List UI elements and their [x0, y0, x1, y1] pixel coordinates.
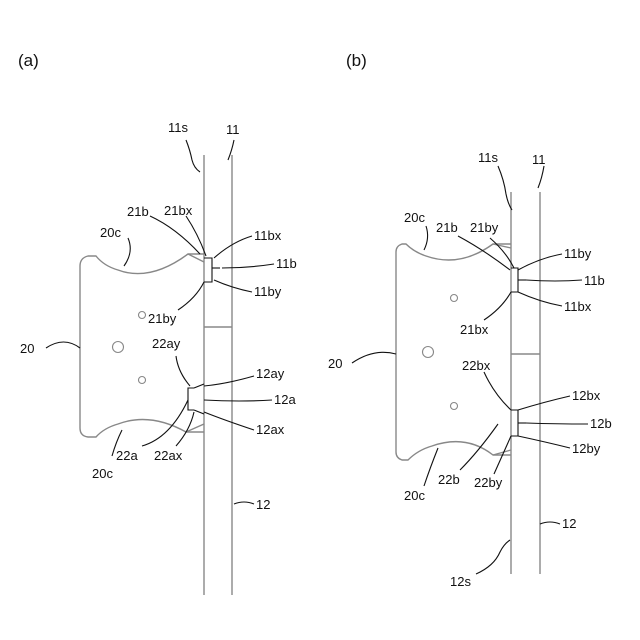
label-22ay-a: 22ay [152, 336, 181, 351]
label-20c-bottom-a: 20c [92, 466, 113, 481]
label-11bx-a: 11bx [254, 228, 282, 243]
hole-upper-b [451, 295, 458, 302]
engaging-edge-22ax-a [194, 410, 204, 414]
label-22a-a: 22a [116, 448, 138, 463]
engaging-portion-22b-b [511, 410, 526, 436]
engaging-tab-21b-a [204, 258, 212, 282]
engaging-portion-21b-b [511, 268, 526, 292]
label-12bx-b: 12bx [572, 388, 601, 403]
label-22b-b: 22b [438, 472, 460, 487]
member-b-lower-step [493, 450, 511, 455]
label-12a-a: 12a [274, 392, 296, 407]
hole-upper-a [139, 312, 146, 319]
label-20c-bottom-b: 20c [404, 488, 425, 503]
label-21bx-a: 21bx [164, 203, 193, 218]
label-12by-b: 12by [572, 441, 601, 456]
leader-11-b [538, 166, 544, 188]
leader-11s-b [498, 166, 512, 210]
leader-20-a [46, 342, 80, 348]
label-11by-b: 11by [564, 246, 592, 261]
label-22ax-a: 22ax [154, 448, 183, 463]
label-22bx-b: 22bx [462, 358, 491, 373]
panel-b: (b) [328, 51, 612, 589]
leader-20-b [352, 352, 396, 363]
leader-12bx-b [518, 396, 570, 410]
label-11by-a: 11by [254, 284, 282, 299]
engaging-tab-21b-b [511, 268, 518, 292]
leader-12s-b [476, 540, 510, 574]
hole-lower-b [451, 403, 458, 410]
rail-a [204, 155, 232, 595]
engaging-portion-22a-a [188, 384, 204, 414]
label-21by-a: 21by [148, 311, 177, 326]
labels-b: 11s 11 20c 21b 21by 11by 11b 11bx 21bx 2… [328, 150, 612, 589]
leader-11b-a [222, 264, 274, 268]
label-11b-a: 11b [276, 256, 297, 271]
rail-b [511, 192, 540, 574]
leader-21b-b [458, 236, 510, 270]
engaging-edge-22ay-a [194, 384, 204, 388]
leader-22bx-b [484, 372, 511, 410]
label-22by-b: 22by [474, 475, 503, 490]
label-12-b: 12 [562, 516, 576, 531]
label-11s-b: 11s [478, 150, 498, 165]
leader-12ax-a [204, 412, 254, 430]
label-11-b: 11 [532, 152, 546, 167]
label-11bx-b: 11bx [564, 299, 592, 314]
hole-middle-a [113, 342, 124, 353]
label-20-b: 20 [328, 356, 342, 371]
label-21by-b: 21by [470, 220, 499, 235]
leader-12ay-a [204, 376, 254, 386]
leader-12-b [540, 522, 560, 524]
member-a-upper-step [188, 254, 204, 262]
label-12s-b: 12s [450, 574, 471, 589]
leader-21b-a [150, 216, 200, 254]
leader-21by-a [178, 282, 204, 310]
label-21bx-b: 21bx [460, 322, 489, 337]
label-20-a: 20 [20, 341, 34, 356]
leader-11s-a [186, 140, 200, 172]
leader-11by-a [214, 280, 252, 292]
hole-middle-b [423, 347, 434, 358]
label-12-a: 12 [256, 497, 270, 512]
label-21b-a: 21b [127, 204, 149, 219]
hole-lower-a [139, 377, 146, 384]
leader-20c-top-b [424, 226, 428, 250]
panel-a-tag: (a) [18, 51, 39, 70]
leader-22ay-a [176, 356, 190, 386]
label-12ay-a: 12ay [256, 366, 285, 381]
leader-12by-b [518, 436, 570, 448]
leader-21bx-b [484, 292, 511, 320]
engaging-tab-22a-a [188, 388, 194, 410]
label-11s-a: 11s [168, 120, 188, 135]
label-11-a: 11 [226, 122, 240, 137]
label-12b-b: 12b [590, 416, 612, 431]
leader-20c-bottom-b [424, 448, 438, 486]
member-20-body-a [80, 254, 204, 437]
label-20c-top-b: 20c [404, 210, 425, 225]
leader-12a-a [204, 400, 272, 401]
engaging-portion-21b-a [204, 258, 220, 282]
label-11b-b: 11b [584, 273, 605, 288]
engaging-tab-22b-b [511, 410, 518, 436]
labels-a: 11s 11 21b 21bx 20c 11bx 11b 11by 21by 2… [20, 120, 297, 512]
label-12ax-a: 12ax [256, 422, 285, 437]
label-20c-top-a: 20c [100, 225, 121, 240]
leader-11b-b [526, 280, 582, 281]
panel-a: (a) [18, 51, 297, 595]
member-20-body-b [396, 244, 511, 460]
leader-11-a [228, 140, 234, 160]
leader-11bx-a [214, 236, 252, 258]
panel-b-tag: (b) [346, 51, 367, 70]
leader-20c-top-a [124, 238, 130, 266]
leader-12-a [234, 502, 254, 504]
leader-12b-b [526, 423, 588, 424]
label-21b-b: 21b [436, 220, 458, 235]
